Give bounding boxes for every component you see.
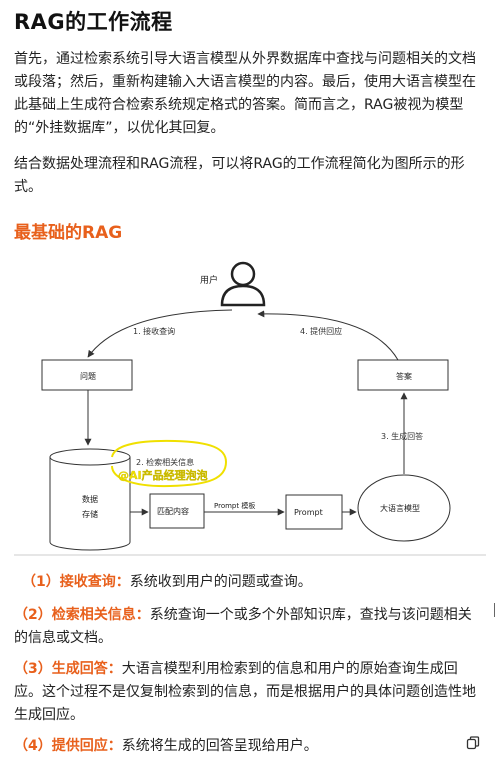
prompt-template-label: Prompt 模板 [214,501,255,510]
question-label: 问题 [80,372,96,381]
summary-paragraph: 结合数据处理流程和RAG流程，可以将RAG的工作流程简化为图所示的形式。 [14,156,465,195]
llm-label: 大语言模型 [380,503,420,513]
llm-node [357,474,451,542]
match-label: 匹配内容 [157,506,189,516]
watermark: @AI产品经理泡泡 [118,468,208,482]
step-2-label: （2）检索相关信息： [14,607,150,623]
generate-answer-label: 3. 生成回答 [381,431,423,441]
answer-label: 答案 [396,371,412,381]
step-4-text: 系统将生成的回答呈现给用户。 [121,738,318,754]
step-4-label: （4）提供回应： [14,738,122,754]
section-title: 最基础的RAG [14,223,123,243]
answer-box [357,359,449,391]
step-3-label: （3）生成回答： [14,661,122,677]
page-title: RAG的工作流程 [14,10,173,34]
receive-query-label: 1. 接收查询 [133,326,175,336]
user-icon [220,261,266,307]
step-3: （3）生成回答：大语言模型利用检索到的信息和用户的原始查询生成回应。这个过程不是… [14,658,484,727]
step-3-text: 大语言模型利用检索到的信息和用户的原始查询生成回应。这个过程不是仅复制检索到的信… [14,661,476,723]
question-box [41,359,133,391]
step-1-text: 系统收到用户的问题或查询。 [129,574,312,590]
step-1-label: （1）接收查询： [22,574,130,590]
step-2: （2）检索相关信息：系统查询一个或多个外部知识库，查找与该问题相关的信息或文档。 [14,604,484,650]
data-store-cylinder [49,448,131,551]
store-label-line1: 数据 [82,494,98,504]
intro-paragraph: 首先，通过检索系统引导大语言模型从外界数据库中查找与问题相关的文档或段落；然后，… [14,51,476,136]
step-2-text: 系统查询一个或多个外部知识库，查找与该问题相关的信息或文档。 [14,607,472,646]
provide-answer-label: 4. 提供回应 [300,326,342,336]
retrieve-label: 2. 检索相关信息 [136,457,194,467]
store-label-line2: 存储 [82,509,98,519]
prompt-label: Prompt [294,508,323,517]
step-4: （4）提供回应：系统将生成的回答呈现给用户。 [14,735,484,758]
step-1: （1）接收查询：系统收到用户的问题或查询。 [22,571,492,594]
user-label: 用户 [200,274,218,286]
copy-icon[interactable] [466,736,480,750]
scroll-edge-marker [494,603,498,617]
rag-flow-diagram: 用户 1. 接收查询 4. 提供回应 问题 答案 3. 生成回答 数据 存储 2… [14,252,486,558]
match-box [149,493,205,529]
